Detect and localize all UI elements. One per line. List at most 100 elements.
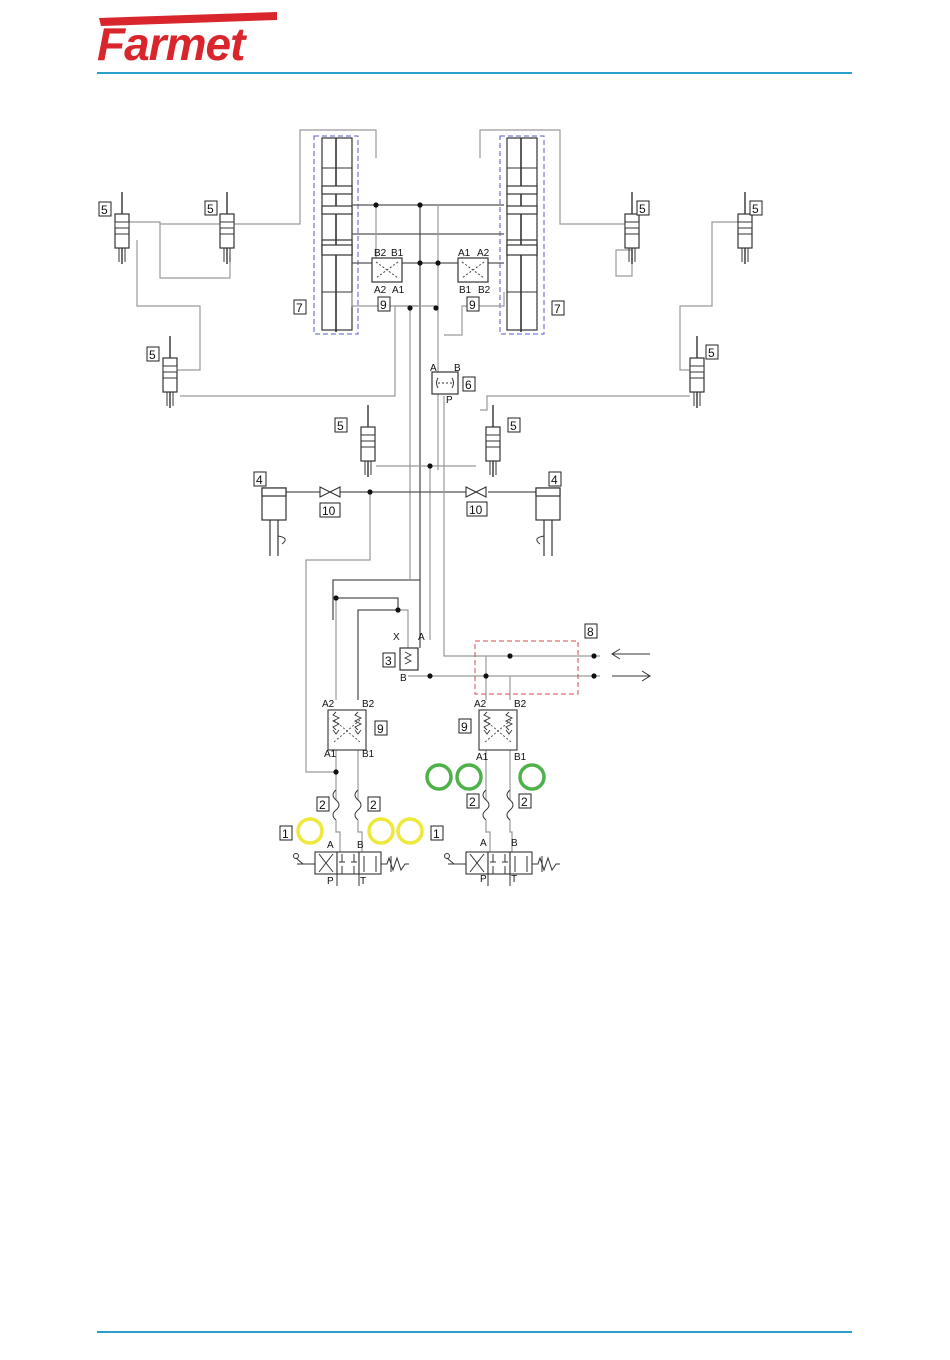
svg-text:4: 4 <box>256 473 263 487</box>
svg-text:9: 9 <box>377 722 384 736</box>
label-9: 9 <box>375 721 387 736</box>
label-1: 1 <box>280 826 292 841</box>
cylinder-7-right <box>500 136 544 334</box>
control-valve-1-right <box>445 852 561 874</box>
cylinder-5-h <box>690 336 704 408</box>
label-7: 7 <box>294 300 306 315</box>
valve-10-left <box>320 487 340 497</box>
label-5: 5 <box>99 202 111 217</box>
label-3: 3 <box>383 653 395 668</box>
svg-text:5: 5 <box>708 346 715 360</box>
svg-text:A1: A1 <box>392 285 405 296</box>
label-5: 5 <box>637 201 649 216</box>
label-9: 9 <box>378 297 390 312</box>
valve-9-top-left <box>372 258 402 282</box>
label-6: 6 <box>463 377 475 392</box>
svg-text:10: 10 <box>469 503 483 517</box>
svg-text:B: B <box>511 838 518 849</box>
svg-text:A1: A1 <box>458 248 471 259</box>
svg-text:10: 10 <box>322 504 336 518</box>
svg-text:A: A <box>430 363 437 374</box>
svg-text:T: T <box>360 876 366 887</box>
svg-text:5: 5 <box>639 202 646 216</box>
svg-text:B1: B1 <box>459 285 472 296</box>
cylinder-5-d <box>361 405 375 477</box>
label-5: 5 <box>508 418 520 433</box>
valve-6 <box>432 372 458 394</box>
valve-9-top-right <box>458 258 488 282</box>
svg-text:5: 5 <box>207 202 214 216</box>
cylinder-4-left <box>262 488 286 556</box>
svg-text:B2: B2 <box>362 699 375 710</box>
label-2: 2 <box>368 797 380 812</box>
label-4: 4 <box>549 472 561 487</box>
svg-text:B1: B1 <box>362 749 375 760</box>
svg-text:B1: B1 <box>391 248 404 259</box>
svg-text:5: 5 <box>752 202 759 216</box>
svg-text:9: 9 <box>380 298 387 312</box>
valve-9-bottom-left <box>328 710 366 750</box>
svg-text:5: 5 <box>337 419 344 433</box>
svg-text:7: 7 <box>296 301 303 315</box>
cylinder-5-a <box>115 192 129 264</box>
label-9: 9 <box>467 297 479 312</box>
svg-text:B1: B1 <box>514 752 527 763</box>
label-2: 2 <box>317 797 329 812</box>
label-4: 4 <box>254 472 266 487</box>
svg-text:3: 3 <box>385 654 392 668</box>
label-7: 7 <box>552 301 564 316</box>
cylinder-5-e <box>486 405 500 477</box>
svg-text:7: 7 <box>554 302 561 316</box>
svg-text:P: P <box>327 876 334 887</box>
port-labels: B2 B1 A2 A1 A1 A2 B1 B2 A B P X A B A2 B… <box>322 248 527 887</box>
svg-text:2: 2 <box>370 798 377 812</box>
svg-text:A2: A2 <box>322 699 335 710</box>
svg-text:B: B <box>454 363 461 374</box>
svg-text:2: 2 <box>521 795 528 809</box>
svg-text:A: A <box>327 840 334 851</box>
svg-text:A2: A2 <box>477 248 490 259</box>
svg-text:P: P <box>480 874 487 885</box>
svg-text:A1: A1 <box>324 749 337 760</box>
label-5: 5 <box>205 201 217 216</box>
svg-text:9: 9 <box>461 720 468 734</box>
label-9: 9 <box>459 719 471 734</box>
svg-text:A2: A2 <box>374 285 387 296</box>
svg-text:B2: B2 <box>478 285 491 296</box>
label-5: 5 <box>750 201 762 216</box>
svg-text:8: 8 <box>587 625 594 639</box>
svg-text:5: 5 <box>149 348 156 362</box>
svg-text:2: 2 <box>319 798 326 812</box>
svg-text:B: B <box>357 840 364 851</box>
svg-text:P: P <box>446 395 453 406</box>
svg-text:1: 1 <box>433 827 440 841</box>
coupling-block-8 <box>475 641 650 694</box>
svg-text:5: 5 <box>101 203 108 217</box>
label-10: 10 <box>320 503 340 518</box>
label-2: 2 <box>467 794 479 809</box>
cylinder-4-right <box>536 488 560 556</box>
valve-10-right <box>466 487 486 497</box>
svg-text:1: 1 <box>282 827 289 841</box>
label-5: 5 <box>147 347 159 362</box>
label-10: 10 <box>467 502 487 517</box>
valve-9-bottom-right <box>479 710 517 750</box>
svg-text:A2: A2 <box>474 699 487 710</box>
valve-3 <box>400 648 418 670</box>
svg-text:4: 4 <box>551 473 558 487</box>
svg-text:A1: A1 <box>476 752 489 763</box>
svg-text:B2: B2 <box>514 699 527 710</box>
label-2: 2 <box>519 794 531 809</box>
svg-text:5: 5 <box>510 419 517 433</box>
svg-text:2: 2 <box>469 795 476 809</box>
svg-text:A: A <box>418 632 425 643</box>
svg-text:A: A <box>480 838 487 849</box>
svg-text:B: B <box>400 673 407 684</box>
label-8: 8 <box>585 624 597 639</box>
label-5: 5 <box>335 418 347 433</box>
svg-text:6: 6 <box>465 378 472 392</box>
svg-text:T: T <box>511 874 517 885</box>
svg-text:X: X <box>393 632 400 643</box>
control-valve-1-left <box>294 852 410 874</box>
